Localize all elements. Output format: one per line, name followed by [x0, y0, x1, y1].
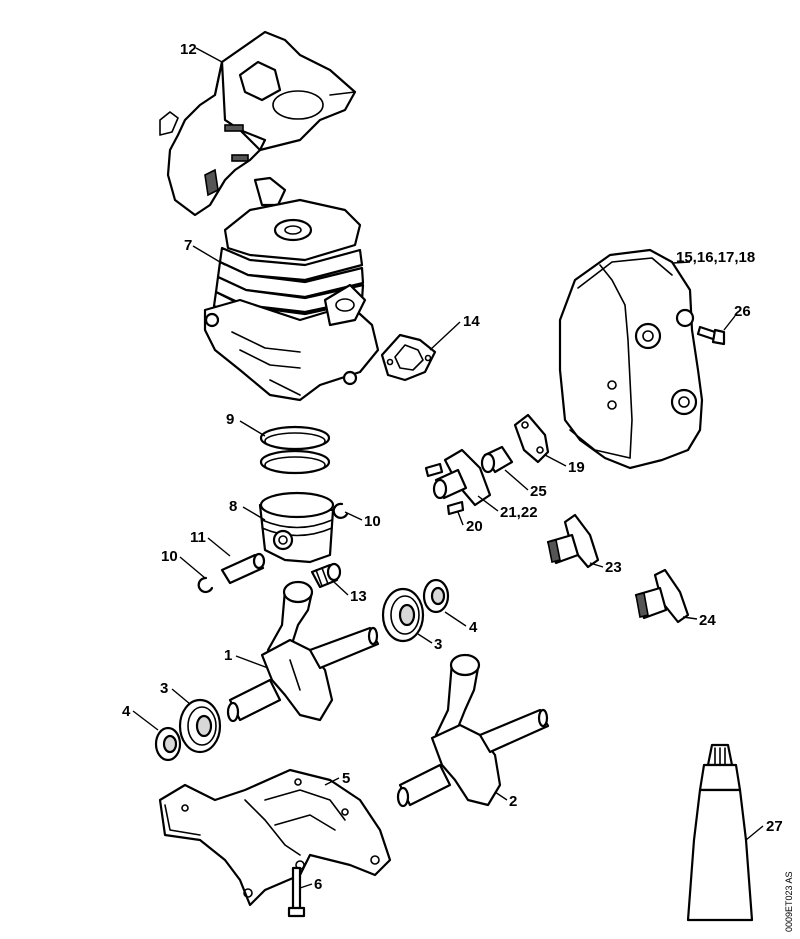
callout-27: 27	[766, 818, 783, 835]
callout-24: 24	[699, 612, 716, 629]
part-1-crankshaft[interactable]	[226, 580, 380, 723]
part-4-seal-upper[interactable]	[422, 578, 450, 614]
callout-23: 23	[605, 559, 622, 576]
part-20-screw[interactable]	[446, 500, 465, 516]
callout-12: 12	[180, 41, 197, 58]
part-26-screw[interactable]	[696, 325, 726, 346]
callout-6: 6	[314, 876, 322, 893]
part-8-piston[interactable]	[258, 491, 335, 564]
callout-2: 2	[509, 793, 517, 810]
part-19-gasket[interactable]	[513, 413, 550, 464]
callout-labels: 12 7 15,16,17,18 14 26 9 19 25 8 10 21,2…	[122, 41, 783, 893]
part-25-spark-screen[interactable]	[480, 445, 514, 474]
part-2-crankshaft[interactable]	[396, 653, 550, 808]
part-21-flange[interactable]	[432, 448, 492, 507]
callout-20: 20	[466, 518, 483, 535]
callout-13: 13	[350, 588, 367, 605]
part-13-needle-cage[interactable]	[310, 562, 342, 589]
part-15-muffler[interactable]	[558, 248, 704, 470]
part-11-piston-pin[interactable]	[220, 552, 266, 585]
part-7-cylinder[interactable]	[203, 176, 380, 402]
part-12-shroud[interactable]	[159, 30, 357, 217]
callout-1: 1	[224, 647, 232, 664]
callout-4-lower: 4	[122, 703, 131, 720]
callout-10-lower: 10	[161, 548, 178, 565]
part-10-circlip-upper[interactable]	[332, 502, 349, 519]
part-4-seal-lower[interactable]	[154, 726, 182, 762]
part-9-piston-rings[interactable]	[259, 425, 331, 475]
callout-14: 14	[463, 313, 480, 330]
callout-25: 25	[530, 483, 547, 500]
callout-15-16-17-18: 15,16,17,18	[676, 249, 755, 266]
callout-7: 7	[184, 237, 192, 254]
leader-lines	[132, 47, 764, 889]
part-3-bearing-upper[interactable]	[381, 587, 425, 643]
callout-11: 11	[190, 529, 206, 546]
part-10-circlip-lower[interactable]	[197, 576, 214, 594]
callout-5: 5	[342, 770, 350, 787]
callout-21-22: 21,22	[500, 504, 538, 521]
callout-3-upper: 3	[434, 636, 442, 653]
callout-3-lower: 3	[160, 680, 168, 697]
callout-4-upper: 4	[469, 619, 478, 636]
document-reference: 0009ET023 AS	[784, 871, 794, 932]
part-23-flange[interactable]	[546, 513, 600, 569]
part-14-gasket[interactable]	[380, 333, 437, 382]
part-5-crankcase[interactable]	[158, 768, 392, 907]
callout-19: 19	[568, 459, 585, 476]
part-24-flange[interactable]	[634, 568, 690, 624]
part-screw-21-upper[interactable]	[424, 462, 444, 478]
part-27-grease-tube[interactable]	[686, 743, 754, 922]
callout-26: 26	[734, 303, 751, 320]
callout-10-upper: 10	[364, 513, 381, 530]
callout-8: 8	[229, 498, 237, 515]
callout-9: 9	[226, 411, 234, 428]
part-6-screw[interactable]	[287, 866, 306, 918]
part-3-bearing-lower[interactable]	[178, 698, 222, 754]
